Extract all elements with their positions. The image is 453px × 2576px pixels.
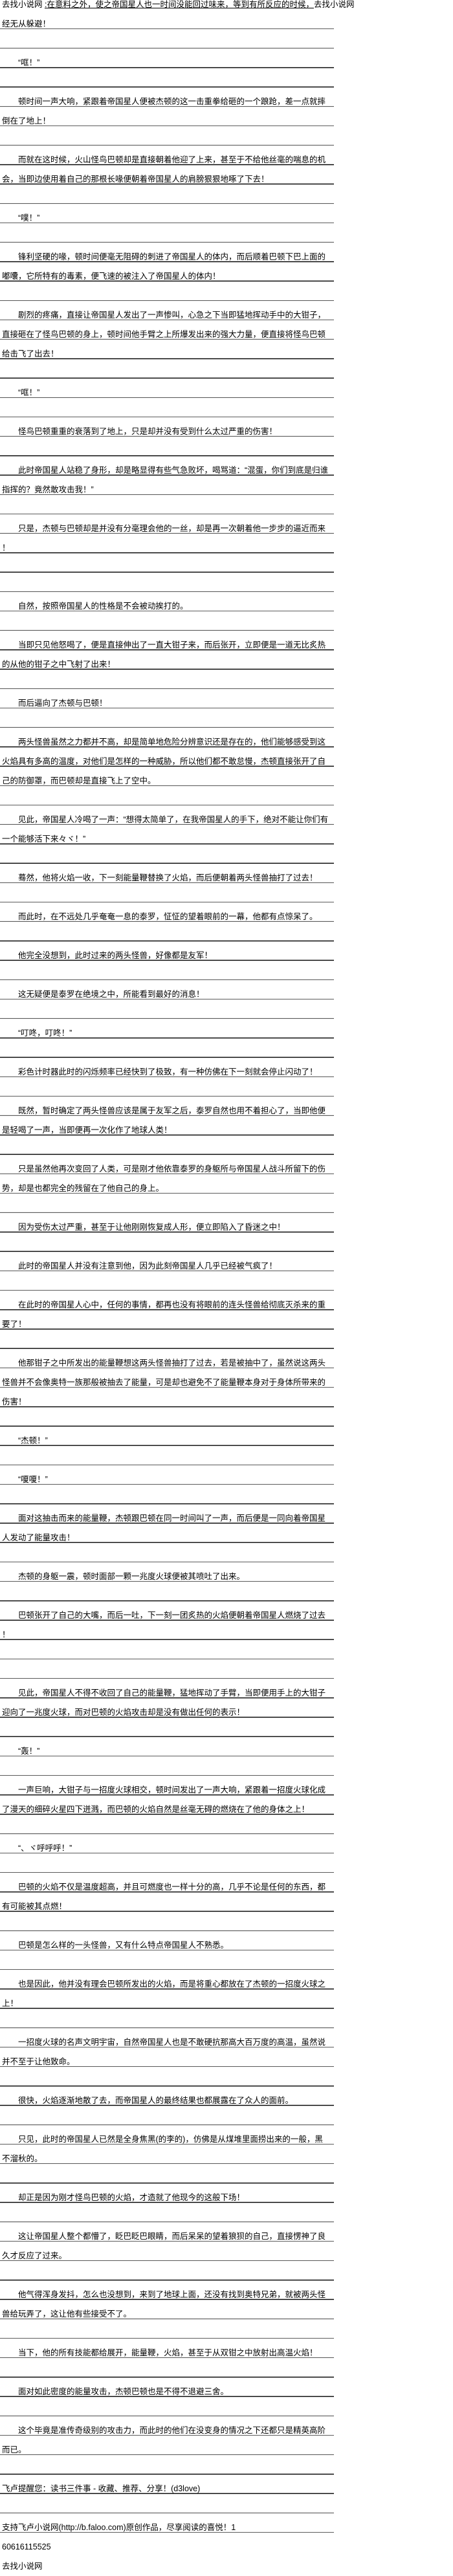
paragraph: 一声巨响，大钳子与一招度火球相交，顿时间发出了一声大响，紧跟着一招度火球化成了漫… xyxy=(2,1785,326,1814)
paragraph: 巴顿的火焰不仅是温度超高，并且可燃度也一样十分的高，几乎不论是任何的东西，都有可… xyxy=(2,1883,326,1911)
footer-reminder: 飞卢提醒您：读书三件事 - 收藏、推荐、分享！(d3love) xyxy=(2,2484,201,2493)
ruled-page: 去找小说网 :在意料之外，使之帝国星人也一时间没能回过味来，等到有所反应的时候，… xyxy=(0,0,354,2571)
paragraph: 怪鸟巴顿重重的衰落到了地上，只是却并没有受到什么太过严重的伤害！ xyxy=(18,427,278,436)
paragraph: 锋利坚硬的喙，顿时间便毫无阻碍的刺进了帝国星人的体内，而后顺着巴顿下巴上面的嘟囔… xyxy=(2,252,326,281)
paragraph: “杰顿！” xyxy=(18,1436,48,1445)
site-name-prefix: 去找小说网 xyxy=(2,0,45,9)
paragraph: 顿时间一声大响，紧跟着帝国星人便被杰顿的这一击重拳给砸的一个踉跄，差一点就摔倒在… xyxy=(2,97,326,126)
paragraph: “嗄嗄！” xyxy=(18,1475,48,1484)
paragraph: 两头怪兽虽然之力都并不高，却是简单地危险分辨意识还是存在的，他们能够感受到这火焰… xyxy=(2,737,326,785)
paragraph: “、ヾ呼呼呼！” xyxy=(18,1844,72,1853)
paragraph: 当下，他的所有技能都给展开，能量鞭，火焰，甚至于从双钳之中放射出高温火焰！ xyxy=(18,2348,318,2357)
paragraph: 巴顿张开了自己的大嘴，而后一吐，下一刻一团炙热的火焰便朝着帝国星人燃烧了过去！ xyxy=(2,1611,326,1639)
paragraph: 在此时的帝国星人心中，任何的事情，都再也没有将眼前的连头怪兽给彻底灭杀来的重要了… xyxy=(2,1300,326,1329)
paragraph: 而就在这时候，火山怪鸟巴顿却是直接朝着他迎了上来，甚至于不给他丝毫的喘息的机会，… xyxy=(2,155,326,184)
intro-line-2: 经无从躲避！ xyxy=(2,19,51,28)
paragraph: 面对如此密度的能量攻击，杰顿巴顿也是不得不退避三舍。 xyxy=(18,2387,229,2396)
paragraph: 这个毕竟是准传奇级别的攻击力，而此时的他们在没变身的情况之下还都只是精英高阶而已… xyxy=(2,2426,326,2454)
site-name-suffix: 去找小说网 xyxy=(313,0,355,9)
paragraph: 这无疑便是泰罗在绝境之中，所能看到最好的消息！ xyxy=(18,990,204,999)
paragraph: 也是因此，他并没有理会巴顿所发出的火焰，而是将重心都放在了杰顿的一招度火球之上！ xyxy=(2,1980,326,2008)
paragraph: 当即只见他怒喝了，便是直接伸出了一直大钳子来，而后张开，立即便是一道无比炙热的从… xyxy=(2,640,326,669)
paragraph: 他气得浑身发抖，怎么也没想到，来到了地球上面，还没有找到奥特兄弟，就被两头怪兽给… xyxy=(2,2290,326,2319)
paragraph: “哐！” xyxy=(18,388,40,397)
paragraph: 杰顿的身躯一震，顿时面部一颗一兆度火球便被其喷吐了出来。 xyxy=(18,1572,245,1581)
paragraph: 巴顿是怎么样的一头怪兽，又有什么特点帝国星人不熟悉。 xyxy=(18,1941,229,1950)
intro-line: 去找小说网 :在意料之外，使之帝国星人也一时间没能回过味来，等到有所反应的时候，… xyxy=(0,0,354,14)
paragraph: 一招度火球的名声文明宇宙，自然帝国星人也是不敢硬抗那高大百万度的高温，虽然说并不… xyxy=(2,2038,326,2066)
paragraph: 见此，帝国星人不得不收回了自己的能量鞭，猛地挥动了手臂，当即便用手上的大钳子迎向… xyxy=(2,1688,326,1717)
paragraph: 此时帝国星人站稳了身形，却是略显得有些气急败坏，喝骂道：“混蛋，你们到底是归谁指… xyxy=(2,466,329,494)
paragraph: “轰！” xyxy=(18,1747,40,1756)
footer-number: 60616115525 xyxy=(2,2542,51,2551)
intro-link[interactable]: :在意料之外，使之帝国星人也一时间没能回过味来，等到有所反应的时候， xyxy=(44,0,314,9)
paragraph: 见此，帝国星人冷喝了一声：“想得太简单了，在我帝国星人的手下，绝对不能让你们有一… xyxy=(2,815,329,844)
paragraph: 这让帝国星人整个都懵了，眨巴眨巴眼睛，而后呆呆的望着狼狈的自己，直接愣神了良久才… xyxy=(2,2232,326,2260)
paragraph: 只是，杰顿与巴顿却是并没有分毫理会他的一丝，却是再一次朝着他一步步的逼近而来！ xyxy=(2,524,326,552)
paragraph: 自然，按照帝国星人的性格是不会被动挨打的。 xyxy=(18,602,188,611)
paragraph: 剧烈的疼痛，直接让帝国星人发出了一声惨叫，心急之下当即猛地挥动手中的大钳子，直接… xyxy=(2,311,326,358)
paragraph: “叮咚，叮咚！” xyxy=(18,1029,72,1038)
paragraph: “哐！” xyxy=(18,58,40,67)
paragraph: 因为受伤太过严重，甚至于让他刚刚恢复成人形，便立即陷入了昏迷之中！ xyxy=(18,1223,285,1232)
paragraph: 面对这抽击而来的能量鞭，杰顿跟巴顿在同一时间叫了一声，而后便是一同向着帝国星人发… xyxy=(2,1514,326,1542)
paragraph-list: “哐！” 顿时间一声大响，紧跟着帝国星人便被杰顿的这一击重拳给砸的一个踉跄，差一点… xyxy=(0,53,334,2460)
paragraph: 既然，暂时确定了两头怪兽应该是属于友军之后，泰罗自然也用不着担心了，当即他便是轻… xyxy=(2,1106,326,1135)
paragraph: 却正是因为刚才怪鸟巴顿的火焰，才造就了他现今的这般下场！ xyxy=(18,2193,245,2202)
paragraph: 他完全没想到，此时过来的两头怪兽，好像都是友军！ xyxy=(18,951,213,960)
paragraph: 只见，此时的帝国星人已然是全身焦黑(的李的)，仿佛是从煤堆里面捞出来的一般，黑不… xyxy=(2,2135,323,2163)
paragraph: 此时的帝国星人并没有注意到他，因为此刻帝国星人几乎已经被气疯了！ xyxy=(18,1261,278,1271)
chapter-content: 去找小说网 :在意料之外，使之帝国星人也一时间没能回过味来，等到有所反应的时候，… xyxy=(0,0,354,2571)
paragraph: 他那钳子之中所发出的能量鞭想这两头怪兽抽打了过去，若是被抽中了，虽然说这两头怪兽… xyxy=(2,1359,326,1406)
paragraph: 蓦然，他将火焰一收，下一刻能量鞭替换了火焰，而后便朝着两头怪兽抽打了过去！ xyxy=(18,873,318,882)
paragraph: 彩色计时器此时的闪烁频率已经快到了极致，有一种仿佛在下一刻就会停止闪动了！ xyxy=(18,1067,318,1076)
footer-support-link[interactable]: 支持飞卢小说网(http://b.faloo.com)原创作品，尽享阅读的喜悦！… xyxy=(2,2523,236,2532)
paragraph: 而此时，在不远处几乎奄奄一息的泰罗，怔怔的望着眼前的一幕，他都有点惊呆了。 xyxy=(18,912,318,921)
paragraph: 而后逼向了杰顿与巴顿！ xyxy=(18,699,107,708)
paragraph: 很快，火焰逐渐地散了去，而帝国星人的最终结果也都展露在了众人的面前。 xyxy=(18,2096,294,2105)
paragraph: “噗！” xyxy=(18,213,40,223)
footer-site-name: 去找小说网 xyxy=(2,2562,43,2571)
paragraph: 只是虽然他再次变回了人类，可是刚才他依靠泰罗的身躯所与帝国星人战斗所留下的伤势，… xyxy=(2,1164,326,1193)
